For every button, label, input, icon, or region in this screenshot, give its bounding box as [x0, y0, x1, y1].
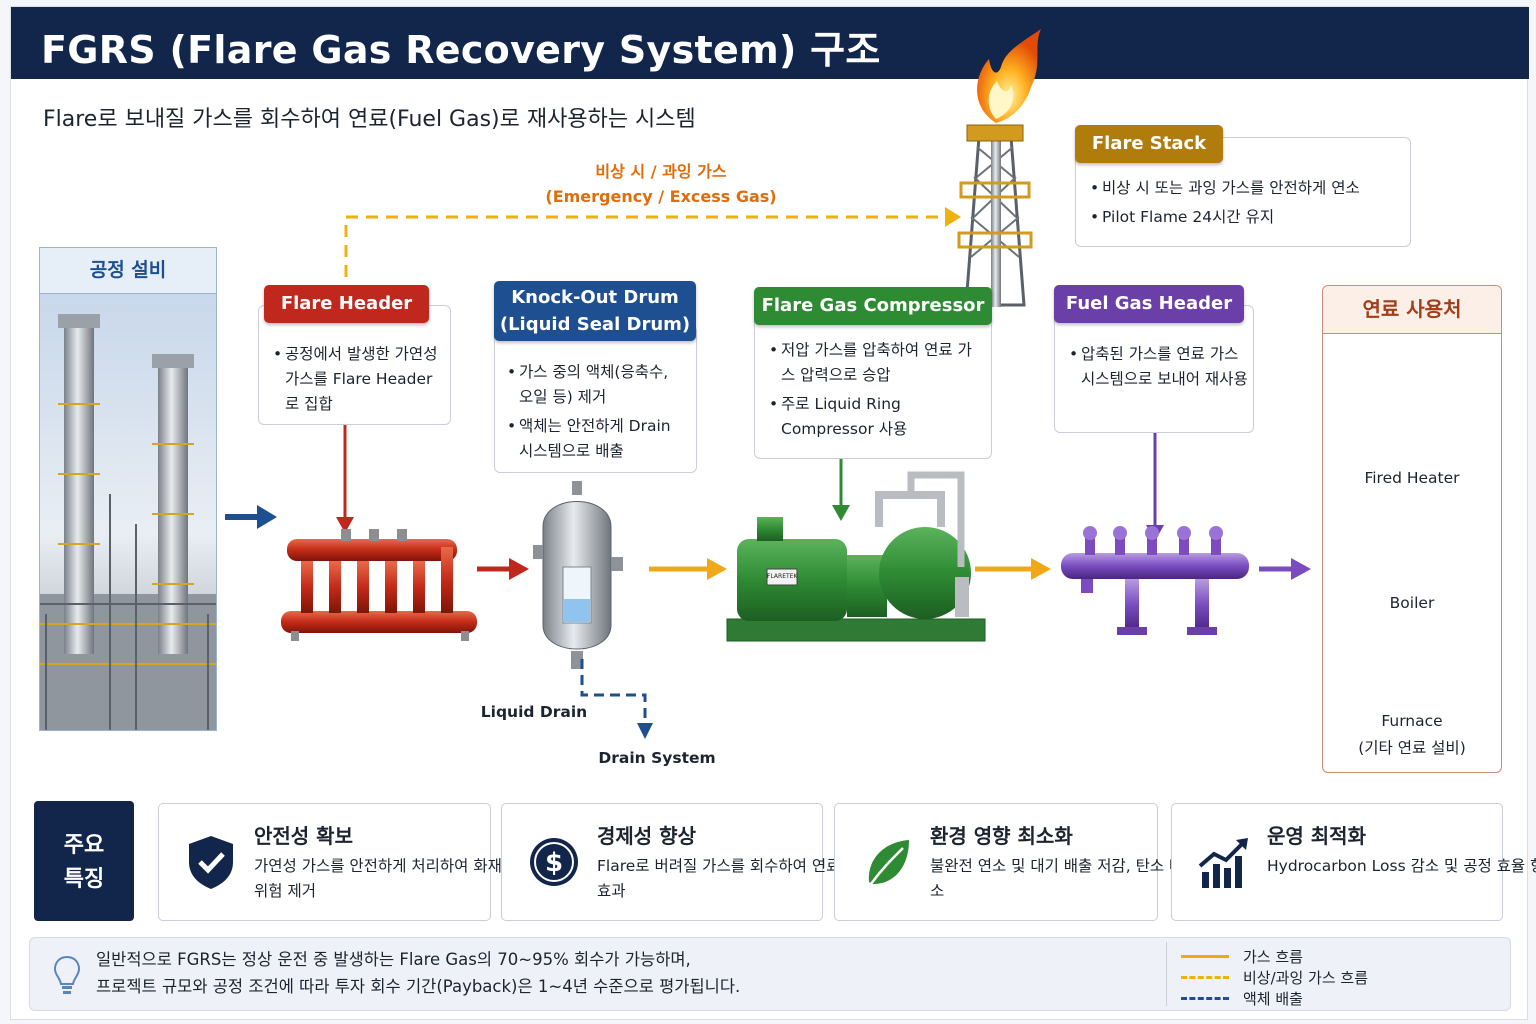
compressor-bullet: 저압 가스를 압축하여 연료 가스 압력으로 승압	[769, 338, 984, 388]
drain-system-label: Drain System	[598, 749, 716, 767]
compressor-box: 저압 가스를 압축하여 연료 가스 압력으로 승압 주로 Liquid Ring…	[754, 303, 992, 459]
feature-card: $ 경제성 향상 Flare로 버려질 가스를 회수하여 연료비 절감 효과	[501, 803, 888, 921]
ko-drum-bullet: 가스 중의 액체(응축수, 오일 등) 제거	[507, 360, 687, 410]
features-key-line2: 특징	[63, 867, 105, 892]
feature-desc: 불완전 연소 및 대기 배출 저감, 탄소 배출 감소	[930, 857, 1217, 900]
note-box: 일반적으로 FGRS는 정상 운전 중 발생하는 Flare Gas의 70~9…	[29, 937, 1511, 1011]
feature-title: 운영 최적화	[1267, 824, 1366, 848]
note-text: 일반적으로 FGRS는 정상 운전 중 발생하는 Flare Gas의 70~9…	[96, 946, 740, 1000]
page-title: FGRS (Flare Gas Recovery System) 구조	[41, 28, 881, 72]
feature-card: 환경 영향 최소화 불완전 연소 및 대기 배출 저감, 탄소 배출 감소	[834, 803, 1217, 921]
ko-drum-tag-line1: Knock-Out Drum	[511, 287, 679, 308]
features-key: 주요 특징	[34, 801, 134, 921]
feature-card: 안전성 확보 가연성 가스를 안전하게 처리하여 화재·폭발 위험 제거	[158, 803, 535, 921]
feature-desc: Flare로 버려질 가스를 회수하여 연료비 절감 효과	[597, 857, 889, 900]
emergency-label-ko: 비상 시 / 과잉 가스	[595, 162, 727, 181]
flare-header-box: 공정에서 발생한 가연성 가스를 Flare Header로 집합	[258, 305, 451, 425]
flare-stack-bullet: 비상 시 또는 과잉 가스를 안전하게 연소	[1090, 176, 1360, 201]
leaf-icon	[868, 840, 909, 885]
legend-label: 액체 배출	[1243, 990, 1303, 1008]
compressor-drawing	[726, 459, 986, 642]
process-plant-image	[39, 293, 217, 731]
legend: 가스 흐름 비상/과잉 가스 흐름 액체 배출	[1166, 942, 1496, 1008]
legend-label: 가스 흐름	[1243, 948, 1303, 966]
fuel-header-tag: Fuel Gas Header	[1054, 285, 1244, 323]
feature-title: 경제성 향상	[597, 824, 696, 848]
title-bar: FGRS (Flare Gas Recovery System) 구조	[11, 7, 1529, 79]
feature-desc: 가연성 가스를 안전하게 처리하여 화재·폭발 위험 제거	[254, 857, 536, 900]
ko-drum-tag: Knock-Out Drum (Liquid Seal Drum)	[494, 281, 696, 341]
furnace-label: Furnace	[1381, 712, 1443, 730]
features-section: 주요 특징 안전성 확보 가연성 가스를 안전하게 처리하여 화재·폭발 위험 …	[11, 789, 1536, 929]
growth-chart-icon	[1198, 838, 1248, 888]
flare-header-drawing	[281, 425, 477, 641]
emergency-gas-label: 비상 시 / 과잉 가스 (Emergency / Excess Gas)	[531, 159, 791, 209]
feature-desc: Hydrocarbon Loss 감소 및 공정 효율 향상	[1267, 857, 1536, 875]
fuel-header-box: 압축된 가스를 연료 가스 시스템으로 보내어 재사용	[1054, 305, 1254, 433]
boiler-label: Boiler	[1389, 594, 1435, 612]
page-subtitle: Flare로 보내질 가스를 회수하여 연료(Fuel Gas)로 재사용하는 …	[43, 107, 696, 132]
dollar-icon: $	[530, 838, 578, 886]
fired-heater-label: Fired Heater	[1364, 469, 1460, 487]
ko-drum-drawing	[533, 481, 653, 739]
features-key-line1: 주요	[63, 833, 105, 858]
note-line: 일반적으로 FGRS는 정상 운전 중 발생하는 Flare Gas의 70~9…	[96, 950, 691, 969]
flare-header-bullet: 공정에서 발생한 가연성 가스를 Flare Header로 집합	[273, 342, 443, 417]
feature-title: 안전성 확보	[254, 824, 353, 848]
shield-check-icon	[189, 836, 233, 889]
flare-stack-drawing	[957, 29, 1041, 307]
lightbulb-icon	[53, 955, 81, 994]
fuel-users-panel: 연료 사용처	[1322, 285, 1502, 773]
ko-drum-box: 가스 중의 액체(응축수, 오일 등) 제거 액체는 안전하게 Drain 시스…	[494, 325, 697, 473]
fuel-header-bullet: 압축된 가스를 연료 가스 시스템으로 보내어 재사용	[1069, 342, 1249, 392]
note-line: 프로젝트 규모와 공정 조건에 따라 투자 회수 기간(Payback)은 1~…	[96, 977, 741, 996]
emergency-label-en: (Emergency / Excess Gas)	[545, 187, 777, 206]
flare-header-tag: Flare Header	[264, 285, 429, 323]
process-arrow	[225, 505, 277, 529]
page: FGRS (Flare Gas Recovery System) 구조 Flar…	[10, 6, 1536, 1020]
fuel-header-drawing	[1061, 433, 1249, 635]
ko-drum-tag-line2: (Liquid Seal Drum)	[499, 314, 691, 335]
fuel-users-title: 연료 사용처	[1323, 286, 1501, 334]
flare-stack-tag: Flare Stack	[1075, 125, 1223, 163]
feature-title: 환경 영향 최소화	[930, 824, 1073, 848]
process-equipment-title: 공정 설비	[39, 247, 217, 293]
feature-card: 운영 최적화 Hydrocarbon Loss 감소 및 공정 효율 향상	[1171, 803, 1536, 921]
liquid-drain-label: Liquid Drain	[480, 703, 588, 721]
svg-text:$: $	[545, 848, 563, 878]
flare-stack-bullet: Pilot Flame 24시간 유지	[1090, 205, 1360, 230]
compressor-bullet: 주로 Liquid Ring Compressor 사용	[769, 392, 984, 442]
ko-drum-bullet: 액체는 안전하게 Drain 시스템으로 배출	[507, 414, 687, 464]
compressor-tag: Flare Gas Compressor	[754, 287, 992, 325]
other-fuel-equipment-label: (기타 연료 설비)	[1358, 739, 1466, 757]
compressor-nameplate: FLARETEK	[767, 573, 797, 580]
legend-label: 비상/과잉 가스 흐름	[1243, 969, 1368, 987]
